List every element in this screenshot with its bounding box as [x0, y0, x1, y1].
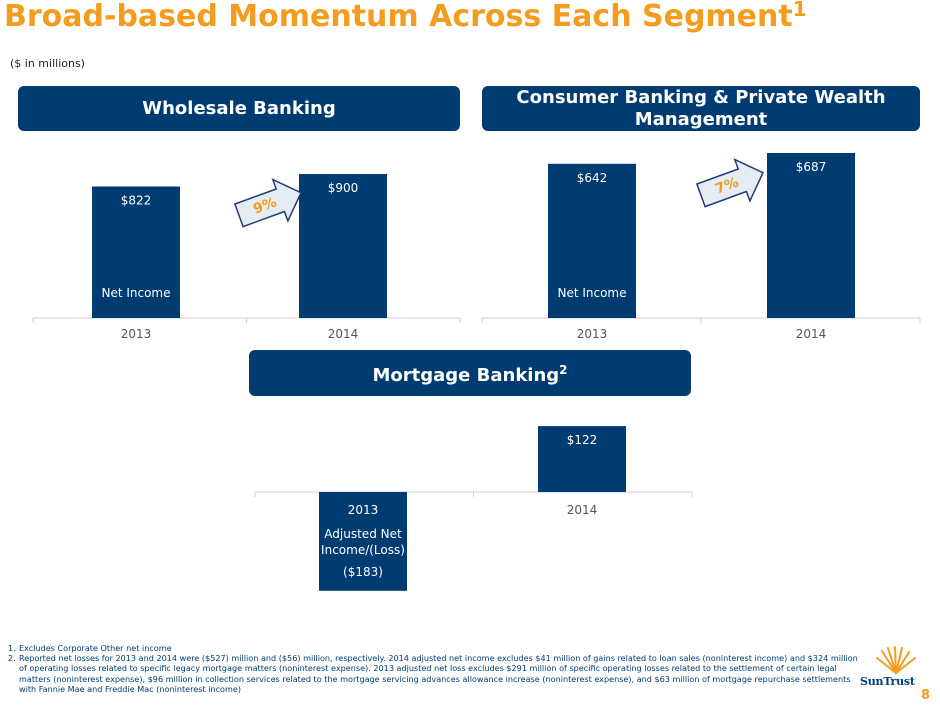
wholesale-header: Wholesale Banking [18, 86, 460, 131]
footnote-1: 1. Excludes Corporate Other net income [8, 643, 172, 653]
page-title: Broad-based Momentum Across Each Segment… [4, 0, 807, 34]
mortgage-bar-2013 [319, 492, 407, 591]
mortgage-series-label-line1: Adjusted Net [324, 527, 402, 541]
title-footnote-marker: 1 [792, 0, 807, 21]
sun-rays-icon [876, 646, 916, 674]
mortgage-value-label-2013: ($183) [343, 565, 383, 579]
consumer-growth-label: 7% [713, 174, 741, 197]
footnotes: 1. Excludes Corporate Other net income 2… [8, 643, 858, 694]
segment-charts: $822 2013 $900 2014 Net Income 9% $642 2013 $687… [32, 153, 921, 591]
wholesale-bar-2013 [92, 186, 180, 318]
logo-wordmark: SunTrust [860, 675, 915, 688]
consumer-bar-2014 [767, 153, 855, 318]
page-number: 8 [921, 688, 931, 703]
mortgage-footnote-marker: 2 [559, 363, 568, 377]
units-note: ($ in millions) [10, 57, 85, 70]
consumer-value-label-2013: $642 [577, 171, 608, 185]
wholesale-growth-label: 9% [251, 194, 279, 217]
consumer-category-label-2014: 2014 [796, 327, 827, 341]
mortgage-header-label: Mortgage Banking2 [372, 363, 568, 386]
wholesale-value-label-2013: $822 [121, 193, 152, 207]
mortgage-header: Mortgage Banking2 [249, 350, 691, 396]
wholesale-growth-arrow [233, 178, 302, 228]
wholesale-category-label-2014: 2014 [328, 327, 359, 341]
wholesale-header-label: Wholesale Banking [142, 97, 336, 119]
wholesale-series-label: Net Income [101, 286, 170, 300]
wholesale-value-label-2014: $900 [328, 181, 359, 195]
consumer-value-label-2014: $687 [796, 160, 827, 174]
consumer-category-label-2013: 2013 [577, 327, 608, 341]
consumer-series-label: Net Income [557, 286, 626, 300]
mortgage-value-label-2014: $122 [567, 433, 598, 447]
mortgage-series-label-line2: Income/(Loss) [321, 543, 405, 557]
consumer-bar-2013 [548, 163, 636, 318]
wholesale-bar-2014 [299, 174, 387, 318]
footnote-2: 2. Reported net losses for 2013 and 2014… [8, 653, 858, 694]
mortgage-bar-2014 [538, 426, 626, 492]
mortgage-category-label-2014: 2014 [567, 503, 598, 517]
consumer-growth-arrow [695, 158, 764, 208]
consumer-header: Consumer Banking & Private Wealth Manage… [482, 86, 920, 131]
consumer-header-label: Consumer Banking & Private Wealth Manage… [516, 86, 886, 130]
mortgage-category-label-2013: 2013 [348, 503, 379, 517]
wholesale-category-label-2013: 2013 [121, 327, 152, 341]
